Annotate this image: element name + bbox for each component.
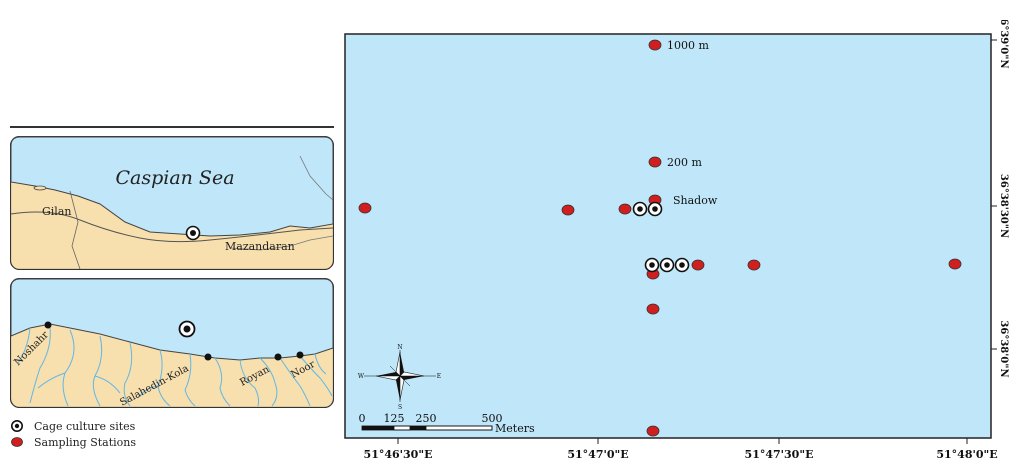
station-200m [648,156,662,168]
legend-item-sampling: Sampling Stations [10,434,230,450]
cage-site-east-1 [644,257,660,273]
station-west-mid [561,204,575,216]
station-south-far [646,425,660,437]
x-tick-marks [397,438,968,444]
cage-site-north-1 [632,201,648,217]
cage-sites [632,201,690,273]
scale-tick-500: 500 [482,412,503,425]
caspian-sea-area [10,136,334,237]
inset-map-coast: Noshahr Salahedin-Kola Royan Noor [10,278,334,408]
x-tick-label-2: 51°47'0"E [567,448,628,460]
salahedin-kola-dot [204,353,212,361]
station-west-far [358,202,372,214]
coast-sea-area [10,278,334,361]
station-east-near [691,259,705,271]
main-map-frame [344,33,992,439]
cage-site-marker [185,225,201,241]
label-1000m: 1000 m [667,39,709,52]
cage-site-marker [178,320,196,338]
y-tick-label-2: 36°38'30"N [998,174,1009,238]
y-tick-label-1: 36°39'0"N [998,20,1009,69]
x-tick-label-3: 51°47'30"E [745,448,814,460]
cage-site-east-3 [674,257,690,273]
noshahr-dot [44,321,52,329]
y-tick-label-3: 36°38'0"N [998,320,1009,377]
scale-tick-125: 125 [384,412,405,425]
scale-unit: Meters [495,422,535,435]
station-1000m [648,39,662,51]
cage-site-east-2 [659,257,675,273]
cage-site-icon [11,420,23,432]
royan-dot [274,353,282,361]
compass-rose-icon: N S E W [358,344,441,411]
station-east-far [948,258,962,270]
scale-bar: 0 125 250 500 Meters [359,412,535,435]
station-south-mid [646,303,660,315]
legend-item-cage: Cage culture sites [10,418,230,434]
compass-s: S [398,404,402,411]
scale-tick-0: 0 [359,412,366,425]
legend: Cage culture sites Sampling Stations [10,418,230,450]
cage-site-north-2 [647,201,663,217]
inset-map-caspian: Caspian Sea Gilan Mazandaran [10,136,334,270]
y-tick-marks [991,39,997,350]
scale-tick-250: 250 [416,412,437,425]
sampling-station-icon [11,437,23,447]
rivers [17,327,333,407]
legend-label-cage: Cage culture sites [34,419,136,433]
label-200m: 200 m [667,156,702,169]
legend-label-sampling: Sampling Stations [34,435,137,449]
compass-w: W [358,373,365,380]
gilan-label: Gilan [42,205,71,218]
top-divider-line [10,126,334,128]
x-tick-label-1: 51°46'30"E [364,448,433,460]
compass-e: E [437,373,441,380]
compass-n: N [397,344,402,351]
caspian-sea-label: Caspian Sea [115,167,234,189]
mazandaran-label: Mazandaran [225,240,295,253]
station-east-mid [747,259,761,271]
station-west-near [618,203,632,215]
noor-dot [296,351,304,359]
main-map: 1000 m 200 m Shadow N S E W 0 125 250 50… [344,20,1009,460]
x-tick-label-4: 51°48'0"E [936,448,997,460]
label-shadow: Shadow [673,194,718,207]
